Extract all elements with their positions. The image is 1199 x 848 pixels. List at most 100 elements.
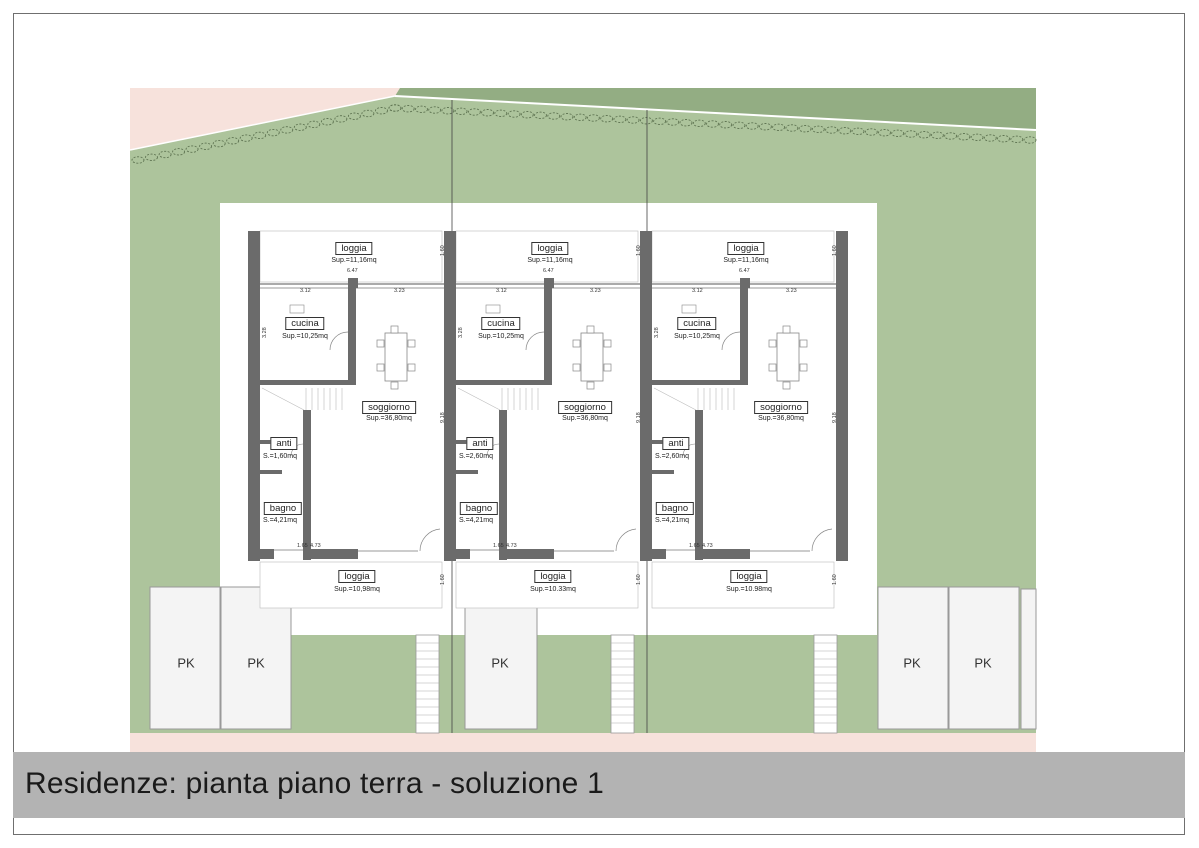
room-label-bagno: bagno [459,502,499,515]
end-wall [836,231,848,561]
kitchen-wall [544,278,552,384]
parking-lot [149,586,221,730]
anti-wall [260,470,282,474]
dining-table [384,332,408,382]
housing-units [248,230,848,609]
dimension-label: 1.60 [636,574,642,585]
parking-label: PK [974,655,992,671]
hedge-shrub [983,134,997,142]
hedge-shrub [158,150,172,159]
hedge-shrub [639,117,653,125]
chair [603,363,612,372]
area-label-loggia: Sup.=11,16mq [527,257,573,264]
dimension-label: 4.73 [702,543,713,549]
dimension-label: 3.12 [496,288,507,294]
kitchen-wall [740,278,748,384]
hedge-shrub [586,114,600,122]
hedge-shrub [1023,136,1037,144]
hedge-shrub [361,109,375,118]
loggia-bottom-area [651,561,835,609]
chair [782,325,791,334]
dimension-label: 3.28 [262,327,268,338]
parking-lot [948,586,1020,730]
area-label-cucina: Sup.=10,25mq [478,333,524,340]
dimension-label: 1.65 [493,543,504,549]
chair [572,339,581,348]
hedge-shrub [454,107,468,115]
hedge-shrub [626,116,640,124]
bathroom-wall [499,410,507,560]
hedge-shrub [145,153,158,161]
door-swing [329,331,349,351]
loggia-top-area [455,230,639,283]
door-swing [811,528,833,552]
area-label-bagno: S.=4,21mq [458,517,494,524]
room-label-soggiorno: soggiorno [558,401,612,414]
chair [782,381,791,390]
chair [768,363,777,372]
bathroom-wall [303,410,311,560]
hedge-shrub [719,121,733,129]
dimension-label: 3.28 [654,327,660,338]
door-swing [615,528,637,552]
chair [376,363,385,372]
hedge-shrub [388,104,402,112]
sheet-frame [13,13,1185,835]
area-label-anti: S.=2,60mq [458,453,494,460]
hedge-shrub [441,107,455,115]
area-label-loggia: Sup.=10.33mq [530,586,576,593]
dimension-label: 3.23 [786,288,797,294]
hedge-shrub [334,115,348,123]
parking-label: PK [491,655,509,671]
hedge-shrub [917,131,931,139]
hedge-shrub [970,133,984,141]
hedge-shrub [239,134,253,142]
party-wall [640,231,652,561]
hedge-shrub [692,119,706,127]
stair-line [653,387,697,411]
room-label-soggiorno: soggiorno [754,401,808,414]
kitchen-fixture [289,304,305,314]
lawn-upper-strip [395,88,1036,130]
dining-table [776,332,800,382]
dimension-label: 1.60 [832,574,838,585]
room-label-loggia: loggia [531,242,569,255]
area-label-anti: S.=2,60mq [654,453,690,460]
hedge-shrub [266,128,280,137]
hedge-shrub [507,110,521,118]
hedge-shrub [825,126,839,134]
hedge-shrub [613,115,627,123]
dimension-label: 1.60 [440,574,446,585]
kitchen-fixture [485,304,501,314]
chair [572,363,581,372]
hedge-shrub [185,145,199,153]
area-label-loggia: Sup.=11,16mq [723,257,769,264]
hedge-row [131,104,1037,164]
anti-wall [456,470,478,474]
parking-label: PK [903,655,921,671]
room-label-loggia: loggia [534,570,572,583]
hedge-shrub [494,109,508,117]
hedge-shrub [798,125,812,133]
hedge-shrub [573,113,587,121]
hedge-shrub [307,120,321,129]
chair [390,325,399,334]
dimension-label: 1.60 [832,245,838,256]
hedge-shrub [560,113,574,121]
hedge-shrub [811,125,825,133]
front-wall [260,549,274,559]
parking-label: PK [177,655,195,671]
room-label-bagno: bagno [263,502,303,515]
dimension-label: 9.18 [440,412,446,423]
hedge-shrub [904,130,918,138]
chair [799,363,808,372]
property-line-left [129,95,396,151]
chair [586,381,595,390]
room-label-loggia: loggia [730,570,768,583]
room-label-anti: anti [270,437,298,450]
dimension-label: 3.28 [458,327,464,338]
column [740,278,750,288]
column [544,278,554,288]
dimension-label: 3.23 [394,288,405,294]
hedge-shrub [131,156,145,164]
